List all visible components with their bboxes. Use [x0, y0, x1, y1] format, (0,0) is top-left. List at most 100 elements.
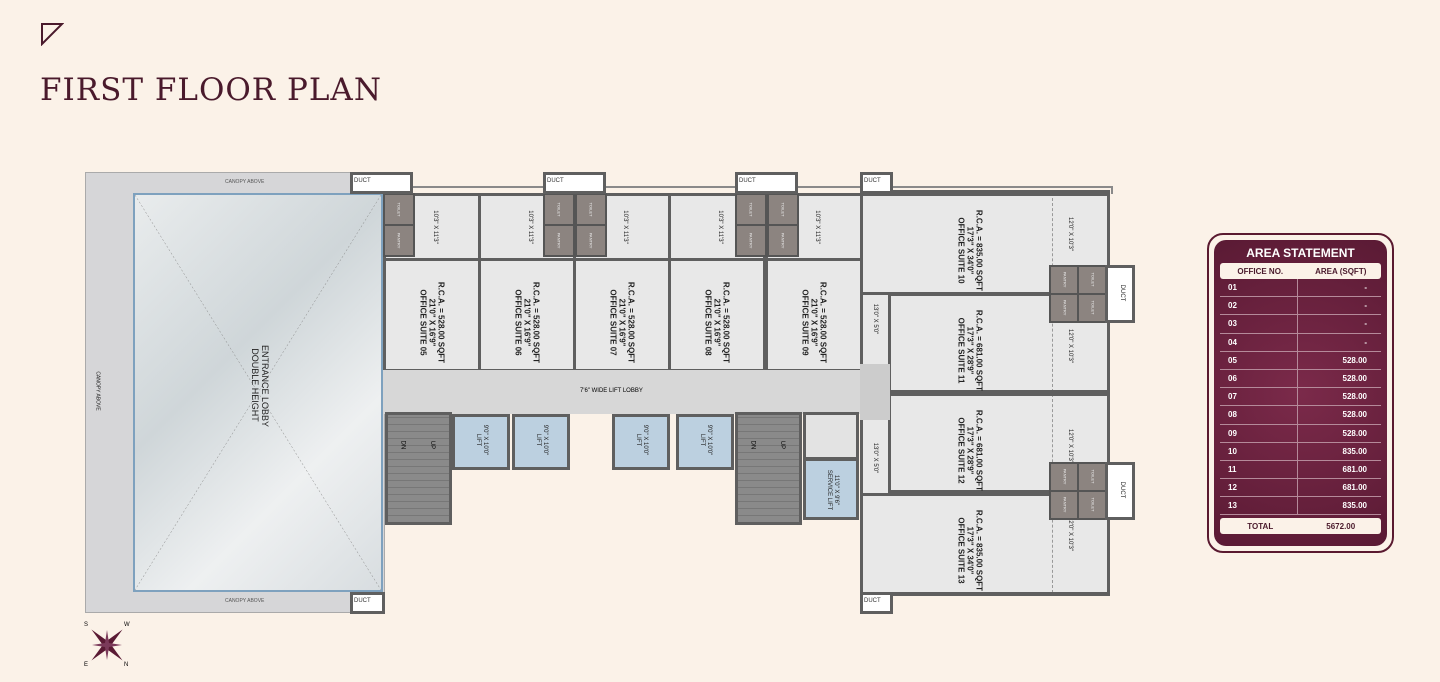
side-room-dims: 13'0" X 5'0" [872, 442, 878, 474]
duct: DUCT [860, 172, 893, 194]
suite-name: OFFICE SUITE 10 [956, 217, 966, 284]
office-no: 11 [1220, 460, 1298, 479]
pantry-room: PANTRY [1049, 490, 1079, 520]
office-no: 01 [1220, 279, 1298, 297]
suite-rca: R.C.A. = 528.00 SQFT [626, 281, 636, 364]
page-title: FIRST FLOOR PLAN [40, 72, 382, 108]
canopy-above-label: CANOPY ABOVE [225, 598, 265, 604]
service-lift: 11'0" X 9'6"SERVICE LIFT [803, 458, 859, 520]
toilet-room: TOILET [1077, 490, 1107, 520]
suite-dims: 21'0" X 16'9" [522, 298, 532, 347]
area-value: 835.00 [1342, 501, 1367, 511]
toilet-room: TOILET [1077, 293, 1107, 323]
area-statement: AREA STATEMENT OFFICE NO.AREA (SQFT) 01-… [1207, 233, 1394, 553]
stair-dn-label: DN [399, 440, 406, 450]
suite-dims: 21'0" X 16'9" [427, 298, 437, 347]
wet-label: TOILET [1090, 300, 1096, 315]
lift-label: LIFT [699, 433, 705, 447]
table-row: 12 681.00 [1220, 479, 1381, 498]
toilet-room: TOILET [575, 193, 607, 226]
lobby-label: ENTRANCE LOBBY [260, 345, 270, 428]
suite-rca: R.C.A. = 528.00 SQFT [721, 281, 731, 364]
stair-up-label: UP [779, 440, 786, 450]
pantry-label: PANTRY [780, 232, 786, 249]
suite-rca: R.C.A. = 528.00 SQFT [818, 281, 828, 364]
suite-name: OFFICE SUITE 05 [418, 289, 428, 356]
side-room-dims: 13'0" X 5'0" [872, 303, 878, 335]
canopy-above-label: CANOPY ABOVE [225, 179, 265, 185]
duct-label: DUCT [354, 598, 371, 604]
suite-name: OFFICE SUITE 12 [956, 417, 966, 484]
office-no: 06 [1220, 369, 1298, 388]
lift-lobby-label: 7'6" WIDE LIFT LOBBY [580, 388, 643, 394]
lift-dims: 9'0" X 10'0" [542, 424, 548, 456]
duct: DUCT [1105, 462, 1135, 520]
suite-dims: 21'0" X 16'9" [712, 298, 722, 347]
pantry-room: PANTRY [735, 224, 767, 257]
area-value: 528.00 [1342, 355, 1367, 365]
pantry-room: PANTRY [767, 224, 799, 257]
suite-dims: 21'0" X 16'9" [617, 298, 627, 347]
suite-dims: 17'3" X 28'9" [965, 326, 975, 375]
side-room-dims: 12'0" X 10'3" [1067, 217, 1073, 251]
area-value: 681.00 [1342, 483, 1367, 493]
side-room-dims: 12'0" X 10'3" [1067, 329, 1073, 363]
suite-name: OFFICE SUITE 06 [513, 289, 523, 356]
lift-dims: 9'0" X 10'0" [706, 424, 712, 456]
suite-dims: 17'3" X 34'0" [965, 226, 975, 275]
service-lift-label: SERVICE LIFT [826, 469, 832, 511]
lift-label: LIFT [535, 433, 541, 447]
suite-name: OFFICE SUITE 08 [703, 289, 713, 356]
area-value: 528.00 [1342, 428, 1367, 438]
compass-icon: S W E N [82, 620, 132, 670]
suite-dims: 21'0" X 16'9" [809, 298, 819, 347]
suite-dims: 17'3" X 34'0" [965, 526, 975, 575]
duct: DUCT [543, 172, 606, 194]
lift-dims: 9'0" X 10'0" [482, 424, 488, 456]
suite-name: OFFICE SUITE 11 [956, 317, 966, 384]
canopy-above-label: CANOPY ABOVE [94, 371, 101, 411]
duct-label: DUCT [739, 178, 756, 184]
duct: DUCT [350, 592, 385, 614]
lift: 9'0" X 10'0"LIFT [512, 414, 570, 470]
triangle-logo-icon [41, 23, 64, 46]
compass-s: S [84, 622, 89, 628]
wet-label: PANTRY [1062, 299, 1068, 316]
office-no: 03 [1220, 315, 1298, 333]
compass-w: W [124, 622, 130, 628]
total-value: 5672.00 [1326, 521, 1356, 531]
service-lift-dims: 11'0" X 9'6" [833, 474, 839, 506]
duct: DUCT [350, 172, 413, 194]
col-area: AREA (SQFT) [1315, 266, 1367, 276]
wet-label: TOILET [1090, 497, 1096, 512]
duct-label: DUCT [1119, 481, 1125, 499]
lift: 9'0" X 10'0"LIFT [612, 414, 670, 470]
office-no: 12 [1220, 479, 1298, 497]
lift: 9'0" X 10'0"LIFT [676, 414, 734, 470]
pantry-room: PANTRY [575, 224, 607, 257]
office-no: 10 [1220, 442, 1298, 460]
office-no: 08 [1220, 406, 1298, 424]
lift: 9'0" X 10'0"LIFT [452, 414, 510, 470]
duct: DUCT [860, 592, 893, 614]
compass-n: N [124, 662, 129, 668]
table-row: 01- [1220, 279, 1381, 298]
table-row: 03- [1220, 315, 1381, 334]
toilet-room: TOILET [543, 193, 575, 226]
office-no: 13 [1220, 497, 1298, 515]
suite-name: OFFICE SUITE 09 [800, 289, 810, 356]
office-no: 04 [1220, 333, 1298, 351]
total-label: TOTAL [1247, 521, 1274, 531]
duct: DUCT [1105, 265, 1135, 323]
staircase [735, 412, 802, 525]
staircase [385, 412, 452, 525]
col-office-no: OFFICE NO. [1237, 266, 1284, 276]
